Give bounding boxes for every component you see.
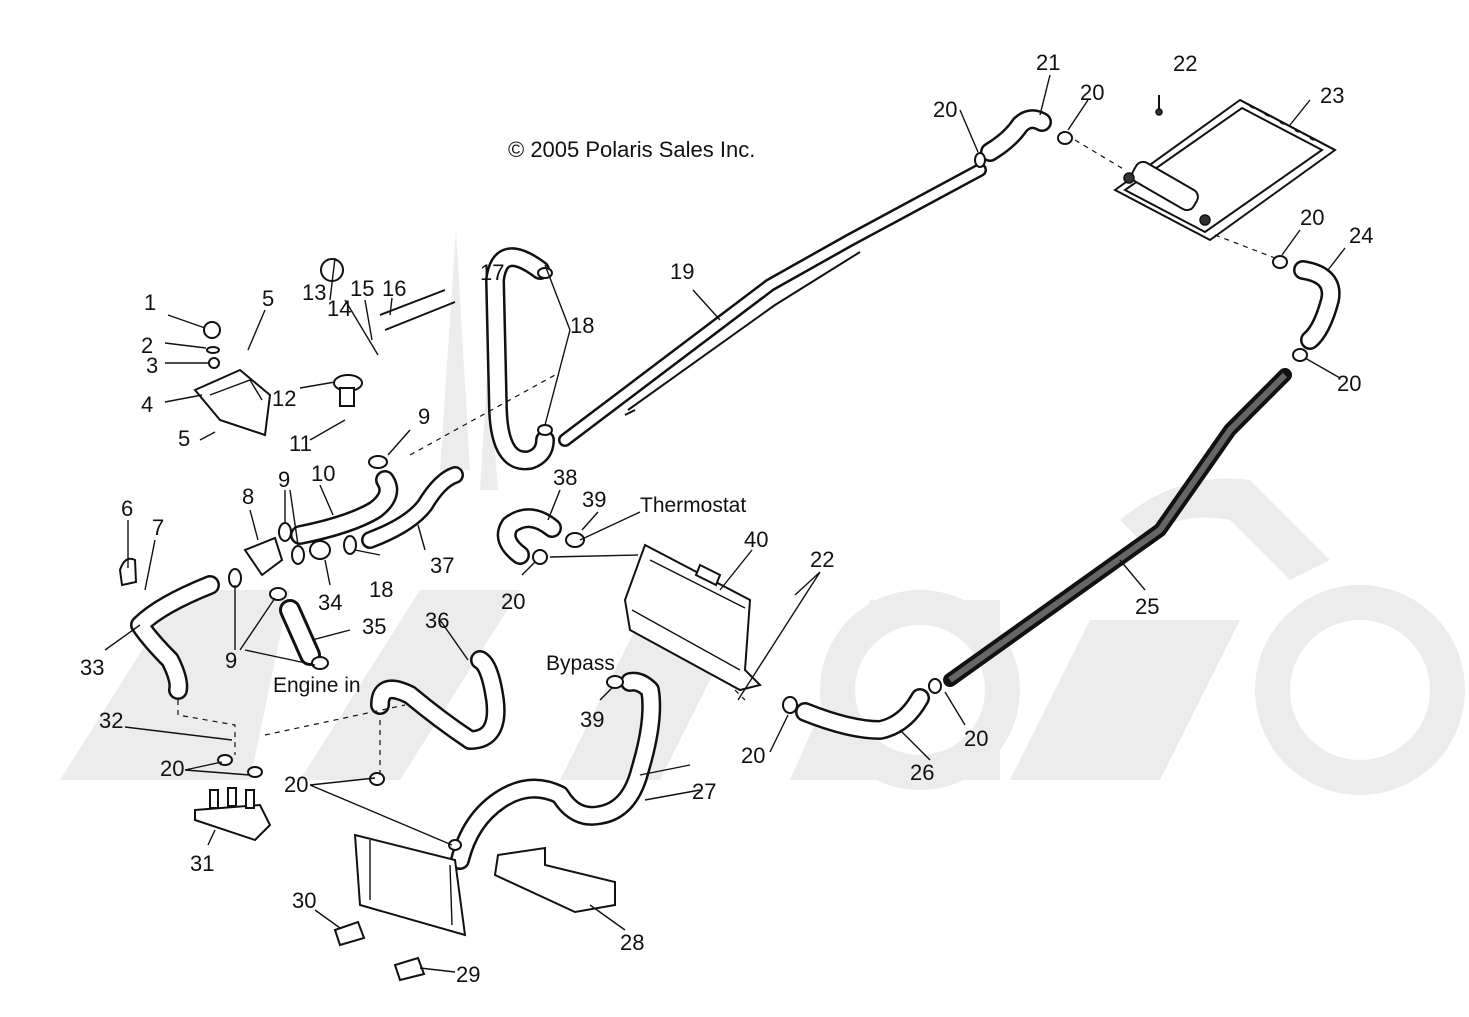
callout-9b: 9 (418, 404, 430, 429)
callout-26: 26 (910, 760, 934, 785)
callout-7: 7 (152, 515, 164, 540)
callout-20f: 20 (741, 743, 765, 768)
part-10-hose (290, 470, 399, 545)
part-29-clip (393, 956, 426, 982)
callout-21: 21 (1036, 50, 1060, 75)
callout-38: 38 (553, 465, 577, 490)
callout-27: 27 (692, 779, 716, 804)
part-36-hose (370, 650, 506, 750)
part-2-seal (206, 346, 220, 354)
callout-39a: 39 (582, 487, 606, 512)
callout-19: 19 (670, 259, 694, 284)
callout-34: 34 (318, 590, 342, 615)
part-22-screw-top (1155, 95, 1163, 116)
callout-20e: 20 (501, 589, 525, 614)
callout-20c: 20 (1300, 205, 1324, 230)
part-19-coolant-tube (558, 163, 987, 447)
callout-20h: 20 (160, 756, 184, 781)
callout-20i: 20 (284, 772, 308, 797)
part-40-thermostat-housing (623, 543, 762, 692)
caption-bypass: Bypass (546, 652, 615, 675)
part-24-hose (1293, 260, 1341, 350)
callouts: 1 2 3 4 5 5 6 7 8 9 9 9 10 11 12 13 14 1… (80, 50, 1373, 987)
callout-9c: 9 (225, 648, 237, 673)
caption-engine-in: Engine in (273, 674, 361, 697)
callout-8: 8 (242, 484, 254, 509)
callout-17: 17 (480, 260, 504, 285)
callout-16: 16 (382, 276, 406, 301)
part-35-hose (279, 599, 321, 666)
part-8-fitting (243, 536, 284, 577)
leader-lines (104, 74, 1346, 973)
callout-6: 6 (121, 496, 133, 521)
caption-thermostat: Thermostat (640, 494, 746, 517)
callout-1: 1 (144, 290, 156, 315)
copyright-notice: © 2005 Polaris Sales Inc. (508, 137, 755, 162)
part-1-cap (203, 321, 221, 339)
callout-22b: 22 (810, 547, 834, 572)
callout-32: 32 (99, 708, 123, 733)
part-28-bracket (493, 846, 616, 914)
callout-15: 15 (350, 276, 374, 301)
oil-cooler (353, 833, 467, 937)
part-17-hose (485, 247, 555, 471)
part-25-coolant-tube (943, 368, 1292, 687)
callout-20b: 20 (1080, 80, 1104, 105)
part-38-hose (496, 508, 562, 565)
part-33-hose (130, 575, 220, 700)
part-4-reservoir (193, 368, 272, 437)
callout-9a: 9 (278, 467, 290, 492)
part-3-adapter (208, 357, 220, 369)
assembly-lines (177, 139, 1276, 775)
callout-33: 33 (80, 655, 104, 680)
callout-36: 36 (425, 608, 449, 633)
callout-31: 31 (190, 851, 214, 876)
part-27-hose (450, 671, 662, 870)
callout-12: 12 (272, 386, 296, 411)
part-31-mount (194, 787, 272, 842)
callout-35: 35 (362, 614, 386, 639)
callout-40: 40 (744, 527, 768, 552)
callout-28: 28 (620, 930, 644, 955)
callout-14: 14 (327, 296, 351, 321)
callout-3: 3 (146, 353, 158, 378)
callout-22a: 22 (1173, 51, 1197, 76)
callout-13: 13 (302, 280, 326, 305)
clamps (217, 131, 1308, 851)
callout-11: 11 (289, 431, 312, 456)
callout-24: 24 (1349, 223, 1373, 248)
part-6-clip (118, 557, 138, 587)
part-30-clip (333, 920, 366, 947)
part-12-fill-neck (333, 374, 363, 407)
callout-37: 37 (430, 553, 454, 578)
callout-20d: 20 (1337, 371, 1361, 396)
callout-20a: 20 (933, 97, 957, 122)
callout-39b: 39 (580, 707, 604, 732)
callout-18b: 18 (369, 577, 393, 602)
part-21-hose (980, 109, 1052, 162)
callout-30: 30 (292, 888, 316, 913)
callout-5b: 5 (178, 426, 190, 451)
callout-2: 2 (141, 333, 153, 358)
callout-25: 25 (1135, 594, 1159, 619)
part-26-hose (795, 688, 930, 740)
part-23-heat-exchanger (1113, 98, 1337, 242)
part-37-hose (361, 466, 464, 549)
callout-23: 23 (1320, 83, 1344, 108)
callout-4: 4 (141, 392, 153, 417)
callout-10: 10 (311, 461, 335, 486)
callout-18a: 18 (570, 313, 594, 338)
callout-29: 29 (456, 962, 480, 987)
callout-5: 5 (262, 286, 274, 311)
callout-20g: 20 (964, 726, 988, 751)
